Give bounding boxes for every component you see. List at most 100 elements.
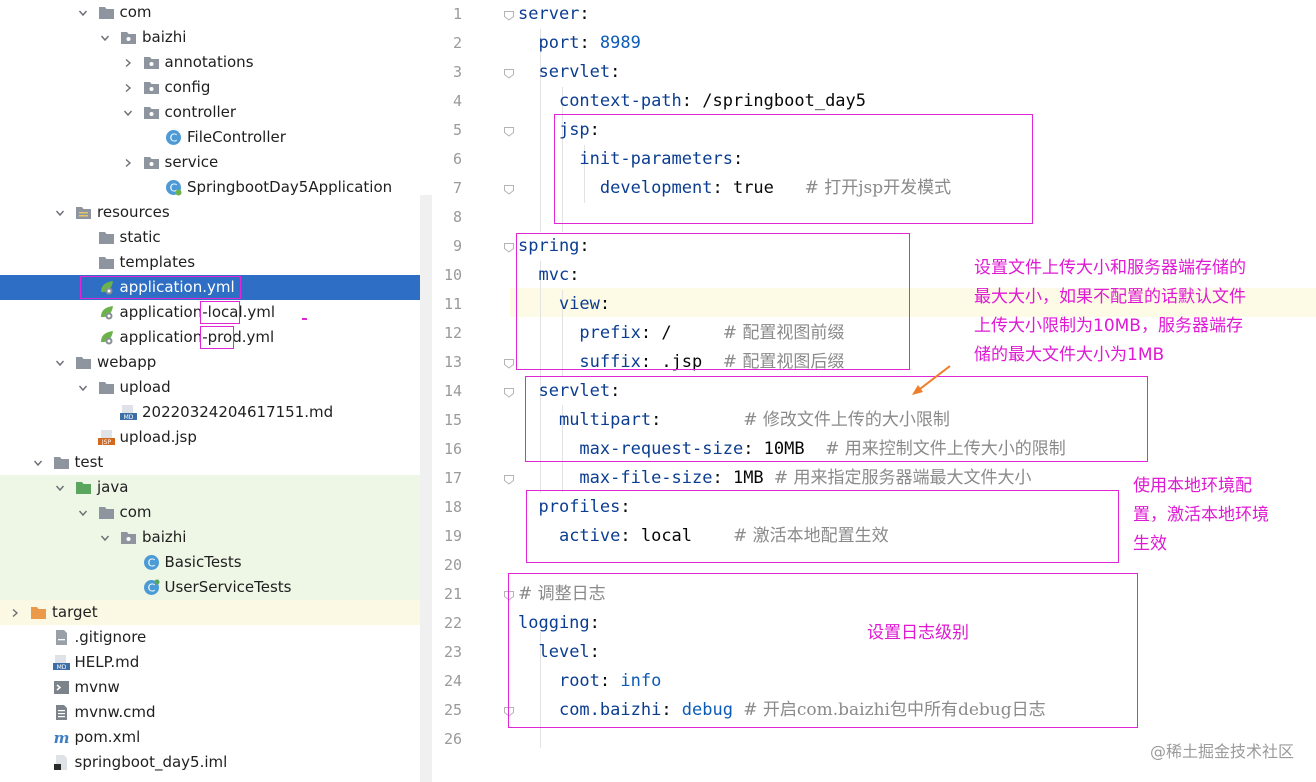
fold-marker-icon[interactable] — [503, 125, 515, 137]
yaml-key: suffix — [579, 352, 641, 372]
chevron-right-icon[interactable] — [121, 50, 135, 75]
tree-item[interactable]: resources — [0, 200, 432, 225]
code-line[interactable]: context-path: /springboot_day5 — [518, 87, 866, 116]
watermark: @稀土掘金技术社区 — [1149, 742, 1294, 761]
chevron-down-icon[interactable] — [76, 500, 90, 525]
tree-item[interactable]: springboot_day5.iml — [0, 750, 432, 775]
chevron-down-icon[interactable] — [53, 475, 67, 500]
tree-item[interactable]: annotations — [0, 50, 432, 75]
tree-item[interactable]: application-local.yml — [0, 300, 432, 325]
chevron-down-icon[interactable] — [76, 0, 90, 25]
tree-item-label: pom.xml — [74, 728, 141, 746]
chevron-right-icon[interactable] — [121, 150, 135, 175]
code-line[interactable]: com.baizhi: debug # 开启com.baizhi包中所有debu… — [518, 696, 1046, 725]
tree-item[interactable]: application.yml — [0, 275, 432, 300]
chevron-down-icon[interactable] — [53, 200, 67, 225]
yaml-key: root — [558, 671, 600, 691]
maven-icon: m — [53, 729, 70, 746]
fold-marker-icon[interactable] — [503, 67, 515, 79]
code-line[interactable]: logging: — [518, 609, 600, 638]
yaml-key: mvc — [538, 265, 570, 285]
chevron-down-icon[interactable] — [98, 525, 112, 550]
tree-item[interactable]: baizhi — [0, 25, 432, 50]
tree-item[interactable]: webapp — [0, 350, 432, 375]
resources-folder-icon — [75, 204, 92, 221]
chevron-down-icon[interactable] — [121, 100, 135, 125]
tree-item[interactable]: java — [0, 475, 432, 500]
tree-item[interactable]: .gitignore — [0, 625, 432, 650]
line-number: 26 — [443, 730, 462, 748]
code-line[interactable]: spring: — [518, 232, 590, 261]
tree-item[interactable]: config — [0, 75, 432, 100]
svg-text:C: C — [147, 557, 155, 570]
tree-item[interactable]: target — [0, 600, 432, 625]
code-line[interactable]: view: — [518, 290, 610, 319]
tree-item[interactable]: service — [0, 150, 432, 175]
code-line[interactable]: level: — [518, 638, 600, 667]
code-line[interactable]: development: true # 打开jsp开发模式 — [518, 174, 951, 203]
chevron-down-icon[interactable] — [98, 25, 112, 50]
annotation-box-jsp — [554, 114, 1033, 224]
chevron-down-icon[interactable] — [31, 450, 45, 475]
code-token: : — [589, 642, 600, 662]
test-folder-highlight — [0, 475, 432, 600]
chevron-right-icon[interactable] — [8, 600, 22, 625]
code-line[interactable]: max-file-size: 1MB # 用来指定服务器端最大文件大小 — [518, 464, 1031, 493]
test-source-folder-icon — [75, 479, 92, 496]
package-icon — [120, 529, 137, 546]
fold-marker-icon[interactable] — [503, 705, 515, 717]
code-line[interactable]: init-parameters: — [518, 145, 743, 174]
fold-marker-icon[interactable] — [503, 9, 515, 21]
fold-marker-icon[interactable] — [503, 357, 515, 369]
code-token: : — [579, 4, 590, 24]
chevron-right-icon[interactable] — [121, 75, 135, 100]
code-line[interactable]: mvc: — [518, 261, 579, 290]
tree-item[interactable]: controller — [0, 100, 432, 125]
fold-marker-icon[interactable] — [503, 386, 515, 398]
code-line[interactable]: active: local # 激活本地配置生效 — [518, 522, 889, 551]
code-line[interactable]: suffix: .jsp # 配置视图后缀 — [518, 348, 844, 377]
svg-text:MD: MD — [124, 414, 134, 421]
code-line[interactable]: servlet: — [518, 58, 620, 87]
jsp-icon: JSP — [97, 429, 115, 446]
tree-item[interactable]: com — [0, 0, 432, 25]
tree-item[interactable]: application-prod.yml — [0, 325, 432, 350]
tree-scrollbar[interactable] — [420, 195, 432, 782]
chevron-down-icon[interactable] — [76, 375, 90, 400]
fold-marker-icon[interactable] — [503, 589, 515, 601]
tree-item[interactable]: mvnw — [0, 675, 432, 700]
code-line[interactable]: jsp: — [518, 116, 600, 145]
tree-item[interactable]: upload — [0, 375, 432, 400]
tree-item[interactable]: baizhi — [0, 525, 432, 550]
tree-item[interactable]: com — [0, 500, 432, 525]
code-line[interactable]: # 调整日志 — [518, 580, 606, 609]
code-line[interactable]: server: — [518, 0, 590, 29]
code-line[interactable]: prefix: / # 配置视图前缀 — [518, 319, 844, 348]
fold-marker-icon[interactable] — [503, 241, 515, 253]
code-line[interactable]: servlet: — [518, 377, 620, 406]
fold-marker-icon[interactable] — [503, 473, 515, 485]
code-line[interactable]: port: 8989 — [518, 29, 640, 58]
code-line[interactable]: max-request-size: 10MB # 用来控制文件上传大小的限制 — [518, 435, 1065, 464]
tree-item[interactable]: static — [0, 225, 432, 250]
code-token: : — [610, 381, 621, 401]
fold-marker-icon[interactable] — [503, 183, 515, 195]
code-line[interactable]: profiles: — [518, 493, 630, 522]
line-number: 1 — [452, 5, 462, 23]
code-line[interactable]: multipart: # 修改文件上传的大小限制 — [518, 406, 950, 435]
chevron-down-icon[interactable] — [53, 350, 67, 375]
tree-item[interactable]: test — [0, 450, 432, 475]
tree-item[interactable]: mvnw.cmd — [0, 700, 432, 725]
line-number: 10 — [443, 266, 462, 284]
code-line[interactable]: root: info — [518, 667, 661, 696]
tree-item[interactable]: templates — [0, 250, 432, 275]
